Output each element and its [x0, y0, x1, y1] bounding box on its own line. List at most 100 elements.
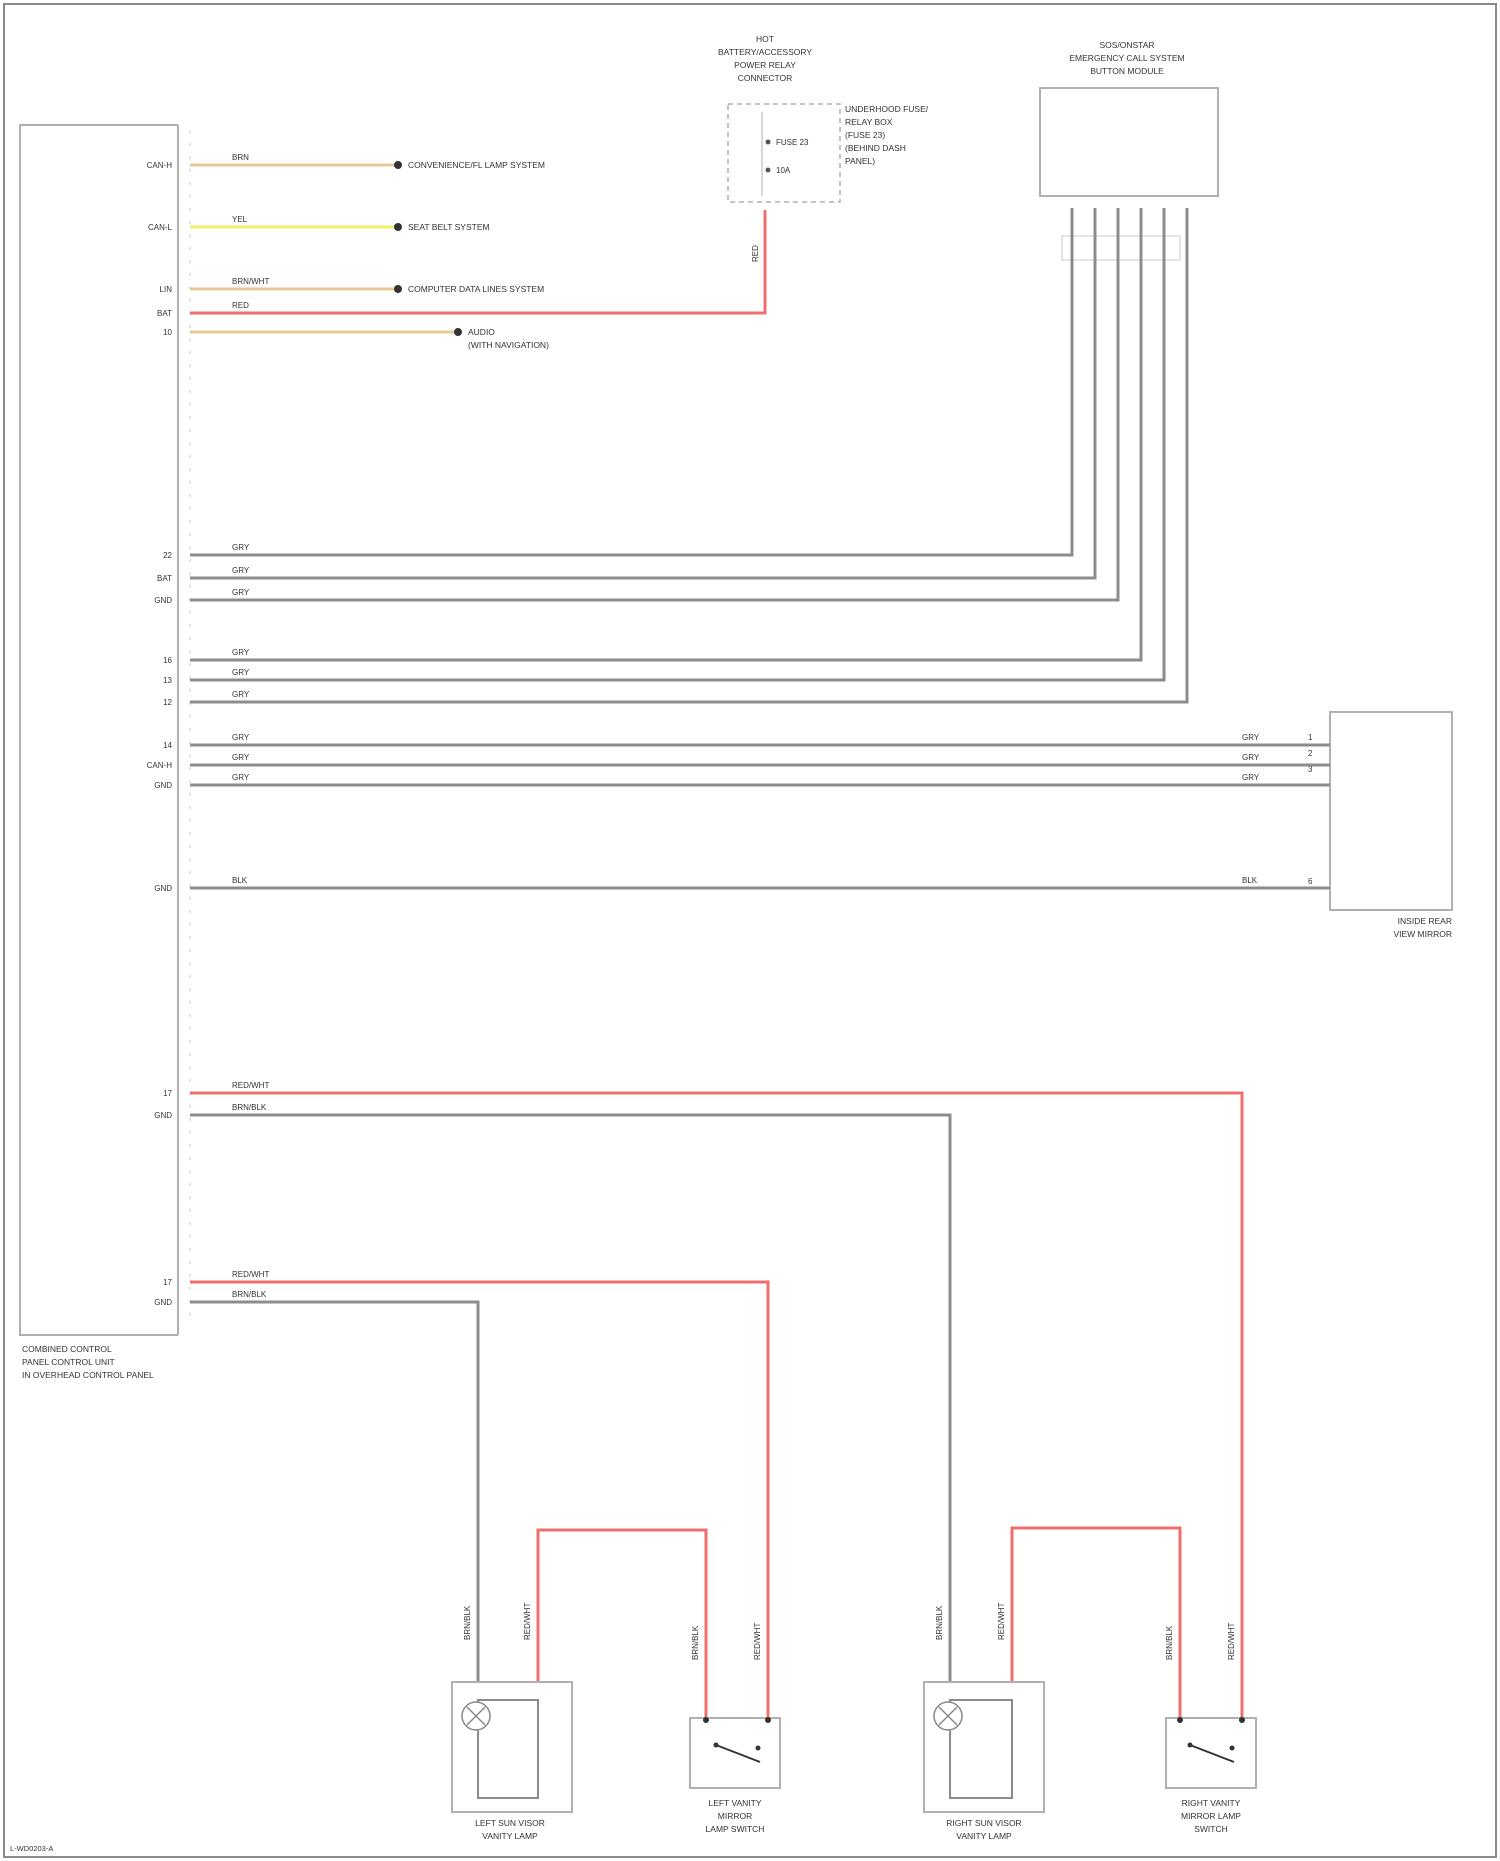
left-vanity-wires	[190, 1282, 768, 1720]
right-vanity-lamp: RIGHT SUN VISOR VANITY LAMP	[924, 1682, 1044, 1841]
wire-label: BRN/WHT	[232, 277, 269, 286]
pin-label: 16	[163, 656, 172, 665]
right-vanity-switch: RIGHT VANITY MIRROR LAMP SWITCH	[1166, 1717, 1256, 1834]
wire-label: GRY	[232, 753, 250, 762]
wire-label: GRY	[232, 668, 250, 677]
wire-label: RED	[232, 301, 249, 310]
left-switch-label-1: LEFT VANITY	[708, 1798, 761, 1808]
pin-label: GND	[154, 884, 172, 893]
fuse-box-title-4: CONNECTOR	[738, 73, 793, 83]
emergency-title-1: SOS/ONSTAR	[1099, 40, 1154, 50]
pin-label: 17	[163, 1089, 172, 1098]
pin-label: LIN	[160, 285, 173, 294]
svg-text:1: 1	[1308, 733, 1313, 742]
fuse-box-title-1: HOT	[756, 34, 774, 44]
pin-label: CAN-H	[147, 161, 173, 170]
wire-label: RED/WHT	[232, 1270, 269, 1279]
left-lamp-label-1: LEFT SUN VISOR	[475, 1818, 545, 1828]
wire-label: RED/WHT	[1227, 1623, 1236, 1660]
wire-label: BRN	[232, 153, 249, 162]
wire-label: RED	[751, 245, 760, 262]
left-vanity-switch: LEFT VANITY MIRROR LAMP SWITCH	[690, 1717, 780, 1834]
left-lamp-label-2: VANITY LAMP	[482, 1831, 538, 1841]
mirror-wires	[190, 745, 1330, 888]
fuse-box-desc-3: (FUSE 23)	[845, 130, 885, 140]
wire-label: GRY	[1242, 773, 1260, 782]
top-wires	[190, 161, 765, 336]
wire-label: GRY	[232, 690, 250, 699]
wire-label: GRY	[232, 588, 250, 597]
page-border	[4, 4, 1496, 1857]
svg-text:6: 6	[1308, 877, 1313, 886]
fuse-box-desc-2: RELAY BOX	[845, 117, 893, 127]
wire-label: GRY	[232, 543, 250, 552]
pin-label: 13	[163, 676, 172, 685]
emergency-wires	[190, 208, 1187, 702]
right-switch-label-1: RIGHT VANITY	[1182, 1798, 1241, 1808]
fuse-amps: 10A	[776, 166, 791, 175]
wire-label: BRN/BLK	[232, 1290, 267, 1299]
wire-label: RED/WHT	[997, 1603, 1006, 1640]
emergency-title-3: BUTTON MODULE	[1090, 66, 1164, 76]
right-lamp-label-2: VANITY LAMP	[956, 1831, 1012, 1841]
pin-label: GND	[154, 1111, 172, 1120]
left-switch-label-2: MIRROR	[718, 1811, 752, 1821]
emergency-call-module: SOS/ONSTAR EMERGENCY CALL SYSTEM BUTTON …	[1040, 40, 1218, 260]
pin-label: BAT	[157, 574, 172, 583]
wire-label: GRY	[232, 773, 250, 782]
wire-label: RED/WHT	[232, 1081, 269, 1090]
wire-color-labels: BRN YEL BRN/WHT RED GRY GRY GRY GRY GRY …	[232, 153, 1260, 1660]
wire-label: GRY	[1242, 733, 1260, 742]
mirror-label-1: INSIDE REAR	[1398, 916, 1452, 926]
wire-label: RED/WHT	[523, 1603, 532, 1640]
fuse-box-title-2: BATTERY/ACCESSORY	[718, 47, 812, 57]
destination-labels: CONVENIENCE/FL LAMP SYSTEM SEAT BELT SYS…	[408, 160, 549, 350]
right-switch-label-2: MIRROR LAMP	[1181, 1811, 1241, 1821]
destination-label: COMPUTER DATA LINES SYSTEM	[408, 284, 544, 294]
destination-label: (WITH NAVIGATION)	[468, 340, 549, 350]
fuse-box-title-3: POWER RELAY	[734, 60, 796, 70]
wire-label: BRN/BLK	[463, 1605, 472, 1640]
pin-label: CAN-H	[147, 761, 173, 770]
wire-label: BLK	[232, 876, 248, 885]
fuse-label: FUSE 23	[776, 138, 809, 147]
combined-control-label-2: PANEL CONTROL UNIT	[22, 1357, 115, 1367]
wire-label: GRY	[232, 566, 250, 575]
wire-label: BRN/BLK	[935, 1605, 944, 1640]
pin-label: CAN-L	[148, 223, 173, 232]
wire-label: BRN/BLK	[1165, 1625, 1174, 1660]
right-vanity-wires	[190, 1093, 1242, 1720]
fuse-box: HOT BATTERY/ACCESSORY POWER RELAY CONNEC…	[718, 34, 929, 202]
svg-text:2: 2	[1308, 749, 1313, 758]
wire-label: RED/WHT	[753, 1623, 762, 1660]
wire-label: BRN/BLK	[691, 1625, 700, 1660]
fuse-box-desc-4: (BEHIND DASH	[845, 143, 906, 153]
figure-code: L-WD0203-A	[10, 1844, 53, 1853]
pin-label: GND	[154, 1298, 172, 1307]
wire-label: BLK	[1242, 876, 1258, 885]
left-vanity-lamp: LEFT SUN VISOR VANITY LAMP	[452, 1682, 572, 1841]
wire-label: GRY	[1242, 753, 1260, 762]
wire-label: GRY	[232, 733, 250, 742]
pin-label: GND	[154, 596, 172, 605]
pin-label: 10	[163, 328, 172, 337]
fuse-box-desc-5: PANEL)	[845, 156, 875, 166]
pin-label: 17	[163, 1278, 172, 1287]
pin-label: 22	[163, 551, 172, 560]
wire-label: YEL	[232, 215, 248, 224]
wire-label: GRY	[232, 648, 250, 657]
combined-control-label-3: IN OVERHEAD CONTROL PANEL	[22, 1370, 154, 1380]
pin-label: GND	[154, 781, 172, 790]
pin-label: 12	[163, 698, 172, 707]
right-lamp-label-1: RIGHT SUN VISOR	[946, 1818, 1021, 1828]
combined-control-label-1: COMBINED CONTROL	[22, 1344, 112, 1354]
fuse-box-desc-1: UNDERHOOD FUSE/	[845, 104, 929, 114]
destination-label: SEAT BELT SYSTEM	[408, 222, 490, 232]
pin-labels: CAN-H CAN-L LIN BAT 10 22 BAT GND 16 13 …	[147, 161, 173, 1307]
pin-label: BAT	[157, 309, 172, 318]
emergency-title-2: EMERGENCY CALL SYSTEM	[1069, 53, 1184, 63]
wire-label: BRN/BLK	[232, 1103, 267, 1112]
mirror-label-2: VIEW MIRROR	[1393, 929, 1452, 939]
pin-label: 14	[163, 741, 172, 750]
